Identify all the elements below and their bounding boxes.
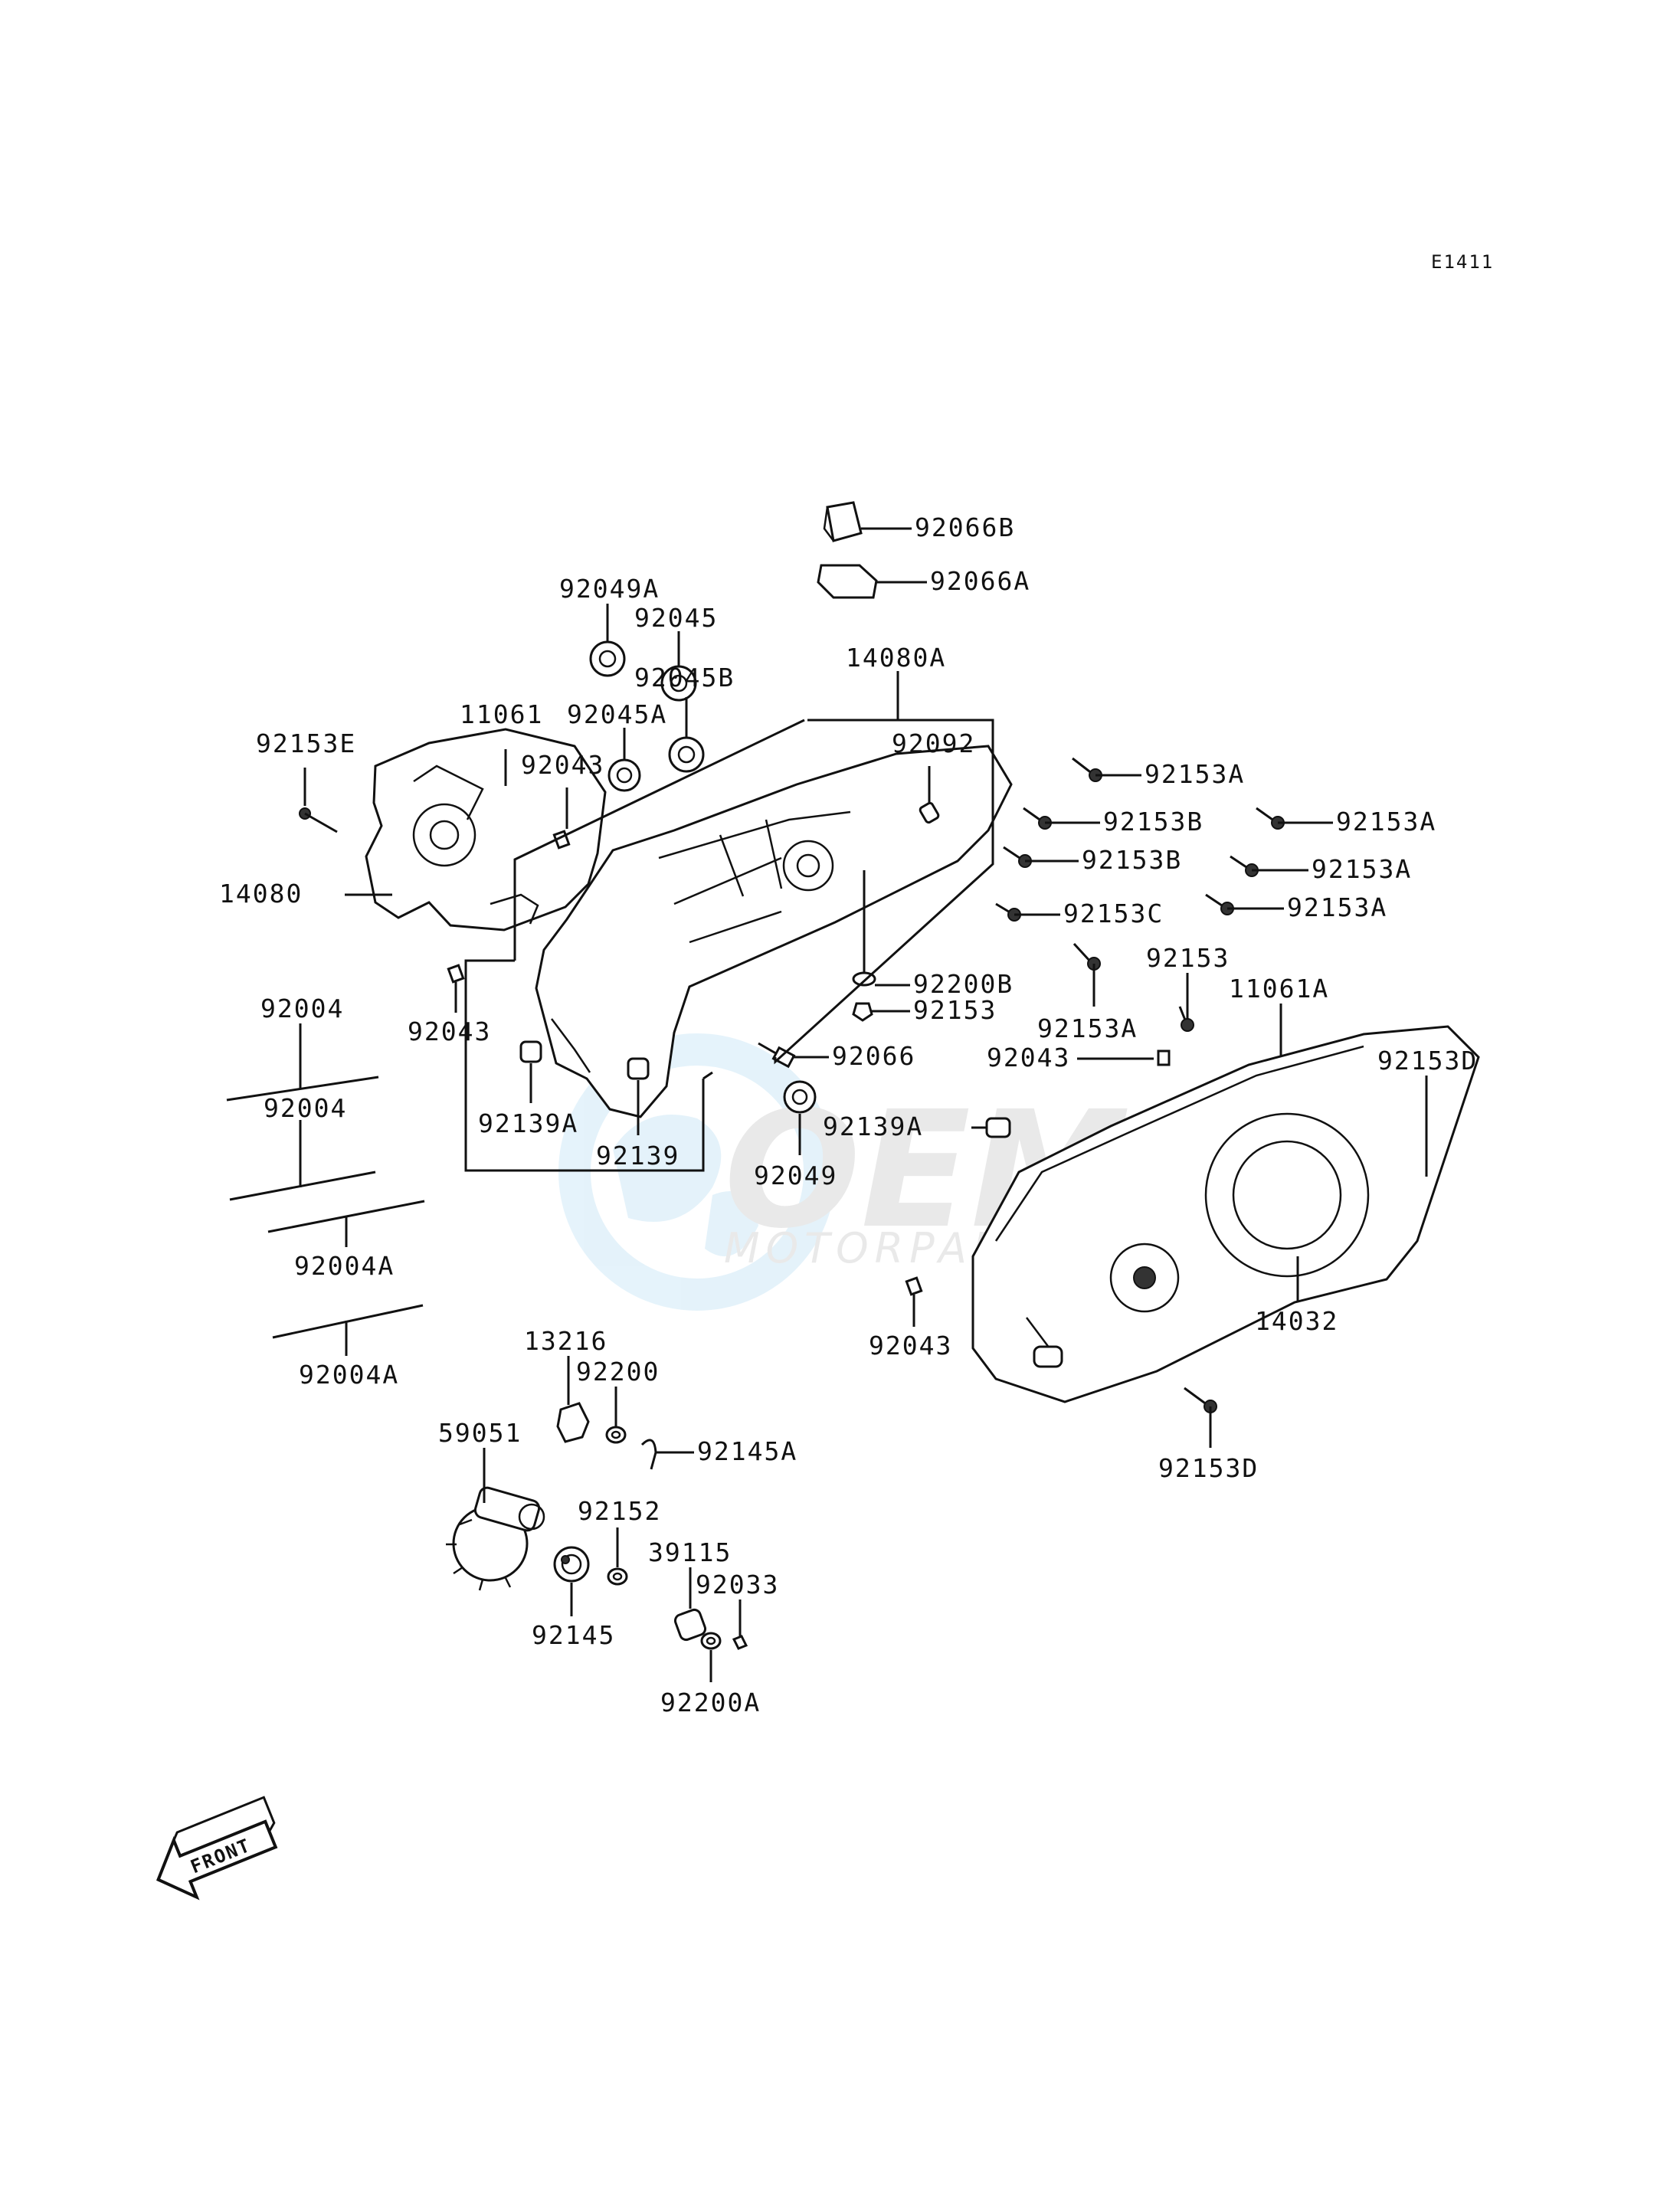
label-92092: 92092 bbox=[892, 729, 975, 758]
label-92145: 92145 bbox=[532, 1620, 615, 1650]
label-92153a-2: 92153A bbox=[1336, 807, 1436, 837]
bolt-92153d-b-icon bbox=[1184, 1387, 1217, 1413]
bearing-92045b-icon bbox=[668, 736, 705, 773]
label-92045a: 92045A bbox=[567, 699, 667, 729]
stud-92004a-b-icon bbox=[272, 1304, 424, 1339]
label-92004a-a: 92004A bbox=[294, 1251, 395, 1281]
label-14080a: 14080A bbox=[846, 643, 946, 673]
label-39115: 39115 bbox=[648, 1537, 732, 1567]
label-14032: 14032 bbox=[1255, 1306, 1338, 1336]
washer-92152-icon bbox=[607, 1567, 628, 1586]
bush-92139-icon bbox=[627, 1057, 650, 1080]
washer-92200-icon bbox=[605, 1426, 627, 1444]
stud-92004-b-icon bbox=[229, 1171, 376, 1201]
bolt-92153a-3-icon bbox=[1230, 855, 1259, 877]
label-11061: 11061 bbox=[460, 699, 543, 729]
label-92153d-b: 92153D bbox=[1158, 1453, 1259, 1483]
dowel-92043-d-icon bbox=[905, 1276, 923, 1296]
label-13216: 13216 bbox=[524, 1326, 607, 1356]
label-92043-b: 92043 bbox=[408, 1017, 491, 1046]
part-labels: 92049A 92045 92066B 92066A 92045B 14080A… bbox=[219, 512, 1478, 1717]
bolt-92153c-icon bbox=[995, 902, 1021, 922]
plug-92092-icon bbox=[919, 801, 940, 824]
label-92049: 92049 bbox=[754, 1161, 837, 1190]
front-arrow-icon: FRONT bbox=[156, 1796, 278, 1901]
crankcase-left-14080-icon bbox=[365, 728, 607, 932]
bolt-92066-icon bbox=[758, 1042, 796, 1069]
label-92153a-5: 92153A bbox=[1037, 1013, 1138, 1043]
label-92004-b: 92004 bbox=[264, 1093, 347, 1123]
washer-92200a-icon bbox=[700, 1632, 722, 1650]
diagram-code: E1411 bbox=[1431, 251, 1494, 273]
crankcase-right-14080a-icon bbox=[535, 745, 1013, 1118]
bolt-92153b-1-icon bbox=[1023, 807, 1052, 830]
cap-92066a-icon bbox=[817, 564, 878, 599]
label-11061a: 11061A bbox=[1229, 974, 1329, 1004]
bearing-92049-icon bbox=[783, 1080, 817, 1114]
label-92200: 92200 bbox=[576, 1357, 660, 1387]
label-59051: 59051 bbox=[438, 1418, 522, 1448]
label-92153a-1: 92153A bbox=[1145, 759, 1245, 789]
dowel-92043-b-icon bbox=[447, 964, 465, 984]
bolt-92153a-1-icon bbox=[1072, 757, 1102, 782]
label-92045b: 92045B bbox=[634, 663, 735, 692]
label-92152: 92152 bbox=[578, 1496, 661, 1526]
label-92153c: 92153C bbox=[1063, 899, 1164, 928]
label-92043-a: 92043 bbox=[521, 750, 604, 780]
bolt-92153a-4-icon bbox=[1205, 893, 1234, 915]
label-92153b-2: 92153B bbox=[1082, 845, 1182, 875]
stud-92004-a-icon bbox=[226, 1076, 379, 1102]
label-92153b-1: 92153B bbox=[1103, 807, 1204, 837]
assembly-frame bbox=[464, 671, 994, 1172]
label-92066a: 92066A bbox=[930, 566, 1030, 596]
circlip-92033-icon bbox=[732, 1635, 748, 1650]
spring-92145-icon bbox=[553, 1546, 590, 1583]
label-92139a-b: 92139A bbox=[823, 1112, 923, 1141]
label-92004a-b: 92004A bbox=[299, 1360, 399, 1390]
bolt-92153e-icon bbox=[299, 807, 338, 833]
label-92200b: 92200B bbox=[913, 969, 1014, 999]
label-92200a: 92200A bbox=[660, 1688, 761, 1717]
label-92049a: 92049A bbox=[559, 574, 660, 604]
kick-gear-59051-icon bbox=[446, 1486, 545, 1591]
clip-92145a-icon bbox=[640, 1439, 657, 1470]
label-92004-a: 92004 bbox=[260, 994, 344, 1023]
label-92153d-a: 92153D bbox=[1377, 1046, 1478, 1076]
bearing-92049a-icon bbox=[589, 640, 626, 677]
bolt-92153-a-icon bbox=[852, 1002, 873, 1022]
label-92045: 92045 bbox=[634, 603, 718, 633]
label-92153a-3: 92153A bbox=[1312, 854, 1412, 884]
bolt-92153b-2-icon bbox=[1003, 846, 1032, 868]
label-92145a: 92145A bbox=[697, 1436, 797, 1466]
part-13216-icon bbox=[556, 1402, 590, 1443]
label-92139: 92139 bbox=[596, 1141, 680, 1171]
label-92139a-a: 92139A bbox=[478, 1108, 578, 1138]
label-92066b: 92066B bbox=[915, 512, 1015, 542]
label-92153a-4: 92153A bbox=[1287, 892, 1387, 922]
bolt-92153a-5-icon bbox=[1073, 942, 1101, 971]
label-92043-c: 92043 bbox=[987, 1043, 1070, 1072]
bush-39115-icon bbox=[673, 1608, 707, 1642]
bush-92139a-a-icon bbox=[519, 1040, 542, 1063]
label-92066: 92066 bbox=[832, 1041, 915, 1071]
dowel-92043-c-icon bbox=[1157, 1049, 1171, 1066]
bolt-92153a-2-icon bbox=[1256, 807, 1285, 830]
leader-lines bbox=[299, 527, 1428, 1682]
label-92043-d: 92043 bbox=[869, 1331, 952, 1360]
cap-92066b-icon bbox=[823, 501, 863, 542]
cover-14032-icon bbox=[971, 1025, 1480, 1403]
label-92153e: 92153E bbox=[256, 729, 356, 758]
label-14080: 14080 bbox=[219, 879, 303, 909]
bearing-92045a-icon bbox=[607, 758, 641, 792]
label-92153-a: 92153 bbox=[913, 995, 997, 1025]
label-92033: 92033 bbox=[696, 1570, 779, 1599]
bush-92139a-b-icon bbox=[985, 1117, 1011, 1138]
label-92153-b: 92153 bbox=[1146, 943, 1230, 973]
